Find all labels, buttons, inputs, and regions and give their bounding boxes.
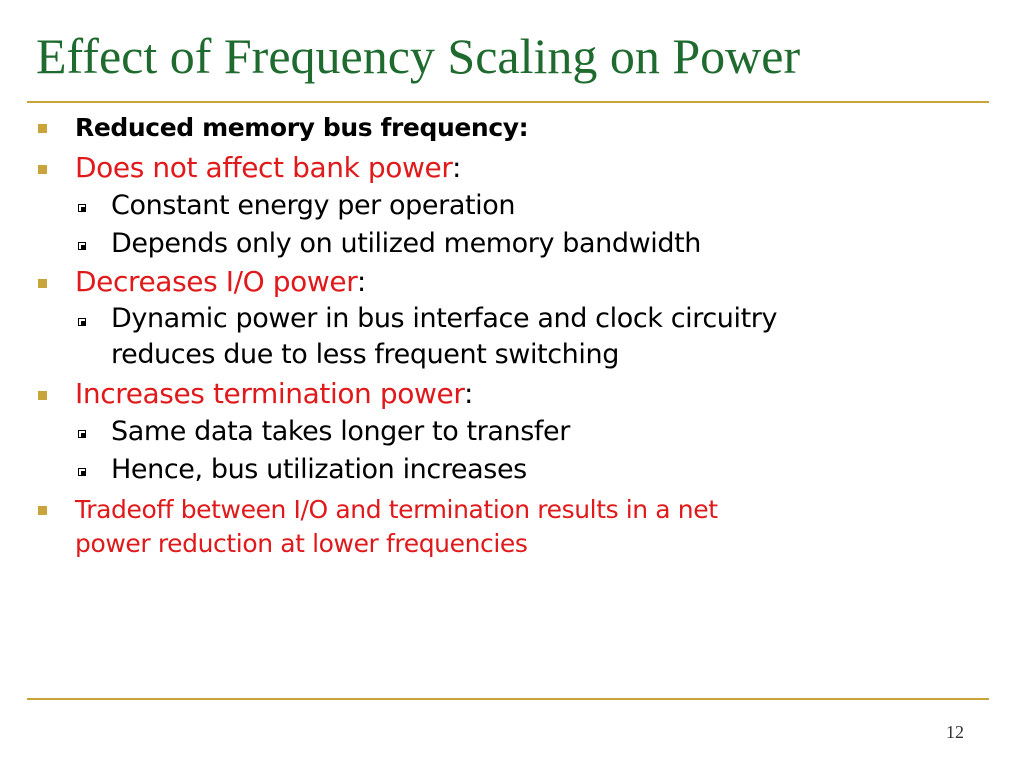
bullet-item: Decreases I/O power: bbox=[0, 263, 1024, 301]
sub-bullet-text: Same data takes longer to transfer bbox=[111, 416, 570, 447]
hollow-square-bullet-icon bbox=[78, 468, 86, 476]
title-divider bbox=[27, 101, 989, 103]
bullet-text-line-1: Tradeoff between I/O and termination res… bbox=[75, 495, 718, 524]
sub-bullet-item: Hence, bus utilization increases bbox=[0, 451, 1024, 489]
hollow-square-bullet-icon bbox=[78, 204, 86, 212]
sub-bullet-text-line-2: reduces due to less frequent switching bbox=[111, 339, 619, 370]
bullet-text: Does not affect bank power bbox=[75, 151, 452, 184]
bullet-text: Increases termination power bbox=[75, 377, 464, 410]
hollow-square-bullet-icon bbox=[78, 242, 86, 250]
bullet-list: Reduced memory bus frequency: Does not a… bbox=[0, 108, 1024, 561]
hollow-square-bullet-icon bbox=[78, 430, 86, 438]
page-number: 12 bbox=[946, 722, 964, 742]
filled-square-bullet-icon bbox=[38, 506, 47, 515]
sub-bullet-text: Hence, bus utilization increases bbox=[111, 454, 527, 485]
filled-square-bullet-icon bbox=[38, 391, 47, 400]
bullet-suffix: : bbox=[451, 151, 462, 184]
sub-bullet-item: Dynamic power in bus interface and clock… bbox=[0, 301, 1024, 373]
filled-square-bullet-icon bbox=[38, 279, 47, 288]
bullet-item: Tradeoff between I/O and termination res… bbox=[0, 493, 1024, 561]
sub-bullet-item: Same data takes longer to transfer bbox=[0, 413, 1024, 451]
filled-square-bullet-icon bbox=[38, 165, 47, 174]
filled-square-bullet-icon bbox=[38, 124, 47, 133]
sub-bullet-item: Constant energy per operation bbox=[0, 187, 1024, 225]
bullet-text-line-2: power reduction at lower frequencies bbox=[75, 529, 528, 558]
bullet-suffix: : bbox=[463, 377, 473, 410]
sub-bullet-text: Constant energy per operation bbox=[111, 190, 516, 221]
bullet-item: Increases termination power: bbox=[0, 375, 1024, 413]
bullet-suffix: : bbox=[356, 265, 366, 298]
slide-title: Effect of Frequency Scaling on Power bbox=[36, 28, 801, 84]
hollow-square-bullet-icon bbox=[78, 318, 86, 326]
sub-bullet-text: Depends only on utilized memory bandwidt… bbox=[111, 228, 702, 259]
sub-bullet-text-line-1: Dynamic power in bus interface and clock… bbox=[111, 303, 778, 334]
bullet-text: Reduced memory bus frequency: bbox=[75, 113, 529, 142]
sub-bullet-item: Depends only on utilized memory bandwidt… bbox=[0, 225, 1024, 263]
bullet-item: Reduced memory bus frequency: bbox=[0, 108, 1024, 147]
bullet-text: Decreases I/O power bbox=[75, 265, 357, 298]
footer-divider bbox=[27, 698, 989, 700]
bullet-item: Does not affect bank power: bbox=[0, 149, 1024, 187]
